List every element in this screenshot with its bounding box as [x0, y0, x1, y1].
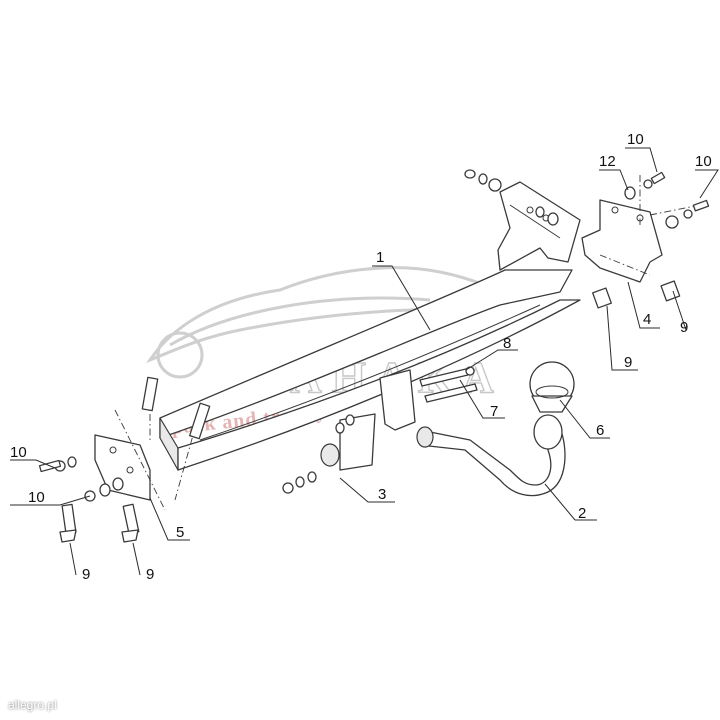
callout-1: 1: [376, 249, 384, 266]
callout-6: 6: [596, 422, 604, 439]
callout-9-left-a: 9: [82, 566, 90, 583]
watermark-car-swoosh: [169, 296, 431, 347]
center-bolts: [282, 414, 355, 494]
tow-ball-arm: [416, 414, 566, 497]
callout-10-top: 10: [627, 131, 644, 148]
right-side-bracket: [581, 171, 710, 309]
tow-ball: [529, 361, 575, 413]
footer-watermark: allegro.pl: [8, 698, 57, 712]
callout-12: 12: [599, 153, 616, 170]
callout-10-right: 10: [695, 153, 712, 170]
callouts: 1 2 3 4 5 6 7 8 9 9 9 9 10 10 10 10 12: [10, 131, 712, 583]
callout-8: 8: [503, 335, 511, 352]
callout-9-left-b: 9: [146, 566, 154, 583]
callout-10-left-upper: 10: [10, 444, 27, 461]
callout-9-right-lower: 9: [624, 354, 632, 371]
callout-4: 4: [643, 311, 651, 328]
right-plate-nuts: [464, 169, 559, 226]
callout-3: 3: [378, 486, 386, 503]
callout-10-left-lower: 10: [28, 489, 45, 506]
callout-5: 5: [176, 524, 184, 541]
watermark-wheel: [156, 331, 204, 379]
callout-7: 7: [490, 403, 498, 420]
leader-lines: [10, 147, 719, 576]
callout-2: 2: [578, 505, 586, 522]
left-fasteners: [38, 456, 140, 543]
callout-9-right-upper: 9: [680, 319, 688, 336]
main-cross-beam: [94, 169, 581, 511]
